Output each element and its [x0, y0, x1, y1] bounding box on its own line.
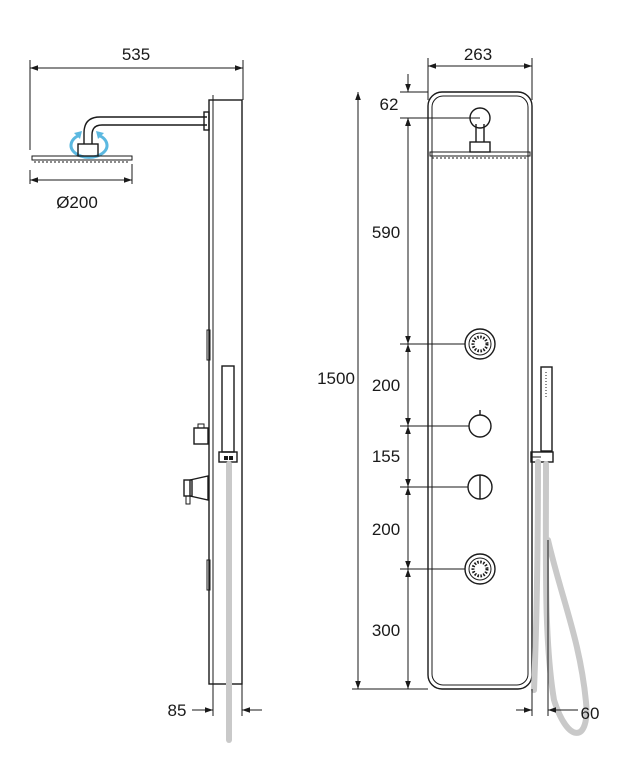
head-diameter-label: Ø200 — [56, 193, 98, 212]
panel-width-label: 263 — [464, 45, 492, 64]
arm-projection-label: 535 — [122, 45, 150, 64]
head-diameter-dimension: Ø200 — [29, 164, 133, 212]
panel-front — [427, 91, 533, 690]
arm-projection-dimension: 535 — [29, 45, 244, 150]
valve1-to-valve2-label: 155 — [372, 447, 400, 466]
thermostatic-valve-icon — [467, 474, 493, 500]
valves-side — [183, 423, 209, 505]
body-jet-bottom-icon — [464, 553, 496, 585]
handshower-offset-label: 60 — [581, 704, 600, 723]
head-to-jet1-label: 590 — [372, 223, 400, 242]
top-to-head-label: 62 — [380, 95, 399, 114]
jet1-to-valve1-label: 200 — [372, 376, 400, 395]
handshower-offset-dimension: 60 — [516, 540, 599, 723]
side-view: 535 Ø200 — [29, 45, 262, 743]
body-jet-top-icon — [464, 328, 496, 360]
panel-side-profile — [206, 95, 243, 690]
jet2-to-bottom-label: 300 — [372, 621, 400, 640]
shower-head-front — [429, 107, 531, 159]
handshower-side — [218, 365, 238, 743]
rotation-indicator-icon — [69, 131, 109, 159]
front-view: 263 — [317, 45, 599, 736]
valve2-to-jet2-label: 200 — [372, 520, 400, 539]
total-height-label: 1500 — [317, 369, 355, 388]
panel-depth-label: 85 — [168, 701, 187, 720]
handshower-front — [530, 366, 590, 736]
height-dimension-chain: 1500 62 590 200 155 200 3 — [317, 74, 480, 690]
diverter-valve-icon — [468, 410, 492, 438]
shower-head-side — [31, 143, 133, 163]
panel-depth-dimension: 85 — [168, 684, 262, 720]
panel-width-dimension: 263 — [427, 45, 533, 100]
